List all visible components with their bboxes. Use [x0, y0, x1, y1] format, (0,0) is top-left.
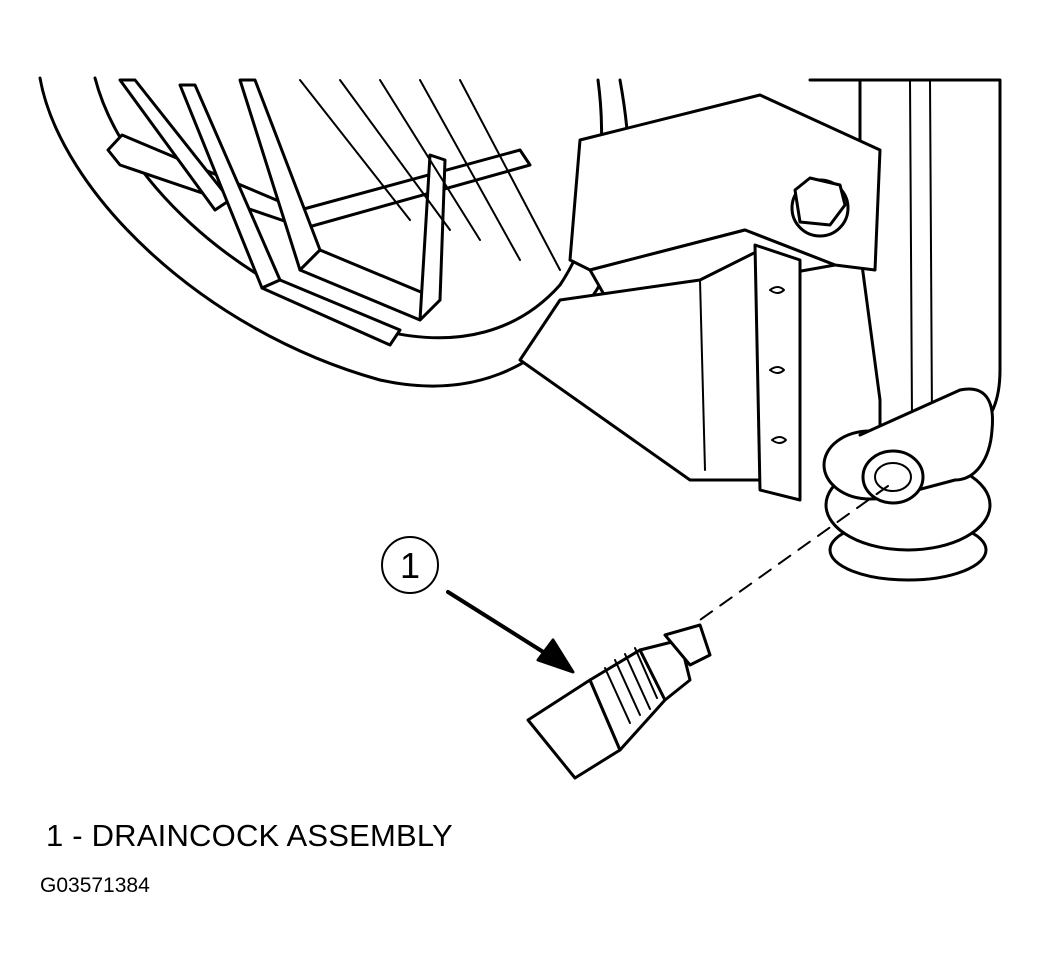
slotted-plate — [753, 243, 802, 502]
shroud-ribs — [106, 78, 561, 347]
alignment-line — [699, 485, 889, 621]
callout-1: 1 — [381, 536, 575, 674]
legend-text: 1 - DRAINCOCK ASSEMBLY — [46, 818, 453, 853]
drain-port — [822, 387, 995, 582]
leader-arrow-line — [446, 590, 558, 662]
leader-arrowhead — [536, 638, 575, 674]
mounting-bracket — [568, 93, 882, 307]
draincock-assembly — [526, 623, 712, 780]
callout-number: 1 — [400, 545, 420, 586]
radiator-draincock-illustration: 1 — [38, 76, 1002, 780]
figure-id: G03571384 — [40, 874, 150, 897]
